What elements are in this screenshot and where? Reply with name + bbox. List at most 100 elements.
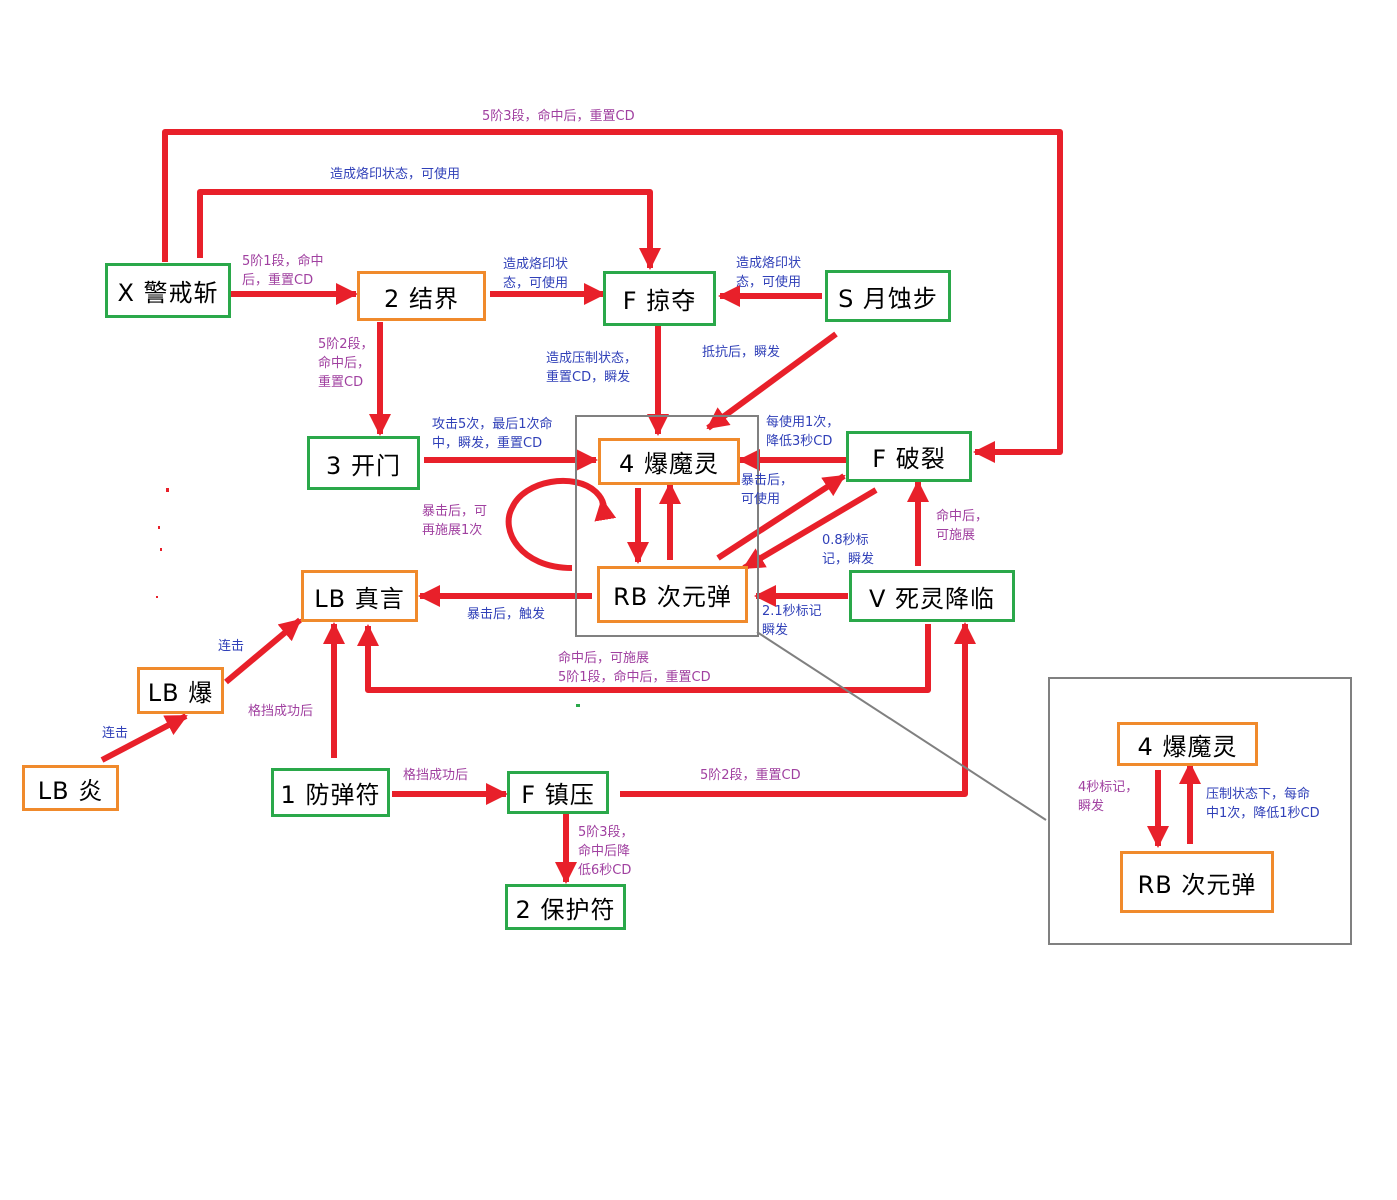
edge-label-line: 瞬发 <box>762 623 789 638</box>
skill-label: S 月蚀步 <box>838 284 938 313</box>
edge-label-line: 0.8秒标 <box>822 533 869 548</box>
edge-label-line: 态，可使用 <box>503 276 569 291</box>
edge-label: 造成烙印状态，可使用 <box>503 255 568 293</box>
edge-label-line: 态，可使用 <box>736 275 802 290</box>
arrow-lbyan-to-lbbao <box>100 713 188 763</box>
stray-mark <box>160 548 162 551</box>
arrow-x-to-polie <box>162 129 1063 463</box>
edge-label-line: 5阶2段， <box>318 337 374 352</box>
skill-label: RB 次元弹 <box>1137 870 1257 899</box>
skill-4-baomoling: 4 爆魔灵 <box>598 438 740 485</box>
skill-label: F 掠夺 <box>622 287 697 315</box>
edge-label-line: 攻击5次，最后1次命 <box>432 417 553 432</box>
skill-s-yueshibu: S 月蚀步 <box>825 270 951 322</box>
skill-lb-zhenyan: LB 真言 <box>301 570 418 622</box>
edge-label: 5阶3段， 命中后降低6秒CD <box>578 823 634 880</box>
edge-label-line: 记，瞬发 <box>822 552 875 567</box>
edge-label: 4秒标记， 瞬发 <box>1078 778 1138 816</box>
edge-label: 造成烙印状态，可使用 <box>736 254 801 292</box>
arrow-x-to-luoduo <box>197 189 661 270</box>
arrow-ciyuandan-to-polie <box>716 473 846 561</box>
highlight-frame <box>575 415 759 637</box>
edge-label-line: 重置CD <box>318 375 364 390</box>
skill-label: 2 结界 <box>384 284 459 313</box>
edge-label: 每使用1次， 降低3秒CD <box>766 413 839 451</box>
edge-label-line: 瞬发 <box>1078 799 1105 814</box>
inset-frame <box>1048 677 1352 945</box>
stray-mark-green <box>576 704 580 707</box>
edge-label-line: 命中后，可施展 <box>558 651 650 666</box>
skill-label: 2 保护符 <box>515 895 616 924</box>
edge-label: 5阶2段， 命中后， 重置CD <box>318 335 374 392</box>
edge-label-line: 重置CD，瞬发 <box>546 370 631 385</box>
edge-label-line: 后，重置CD <box>242 273 314 288</box>
edge-label-line: 中1次，降低1秒CD <box>1206 806 1320 821</box>
edge-label-line: 命中后， <box>936 509 989 524</box>
edge-label: 暴击后，触发 <box>467 607 546 622</box>
inset-skill-ciyuandan: RB 次元弹 <box>1120 851 1274 913</box>
edge-label: 0.8秒标记，瞬发 <box>822 531 874 569</box>
skill-2-baohufu: 2 保护符 <box>505 884 626 930</box>
skill-label: 4 爆魔灵 <box>1137 732 1238 761</box>
edge-label: 2.1秒标记瞬发 <box>762 602 822 640</box>
skill-lb-yan: LB 炎 <box>22 765 119 811</box>
edge-label: 5阶3段，命中后，重置CD <box>482 109 635 124</box>
edge-label-line: 造成压制状态， <box>546 351 638 366</box>
skill-label: LB 真言 <box>314 584 405 613</box>
edge-label-line: 每使用1次， <box>766 415 840 430</box>
edge-label-line: 命中后降 <box>578 844 631 859</box>
skill-lb-bao: LB 爆 <box>137 667 224 714</box>
skill-label: LB 爆 <box>147 679 214 707</box>
edge-label: 压制状态下，每命中1次，降低1秒CD <box>1206 785 1320 823</box>
edge-label-line: 造成烙印状 <box>736 256 802 271</box>
edge-label-line: 再施展1次 <box>422 523 483 538</box>
skill-label: V 死灵降临 <box>868 584 996 613</box>
skill-rb-ciyuandan: RB 次元弹 <box>597 566 748 623</box>
edge-label: 暴击后，可再施展1次 <box>422 502 487 540</box>
skill-label: F 镇压 <box>521 781 595 809</box>
stray-mark <box>156 596 158 598</box>
edge-label: 抵抗后，瞬发 <box>702 345 781 360</box>
edge-label: 造成压制状态， 重置CD，瞬发 <box>546 349 637 387</box>
edge-label-line: 降低3秒CD <box>766 434 833 449</box>
skill-f-zhenya: F 镇压 <box>507 771 609 814</box>
edge-label: 暴击后， 可使用 <box>741 471 793 509</box>
edge-label-line: 暴击后， <box>741 473 794 488</box>
edge-label: 5阶2段，重置CD <box>700 768 801 783</box>
edge-label-line: 5阶3段， <box>578 825 634 840</box>
edge-label-line: 可使用 <box>741 492 781 507</box>
zoom-connector-line <box>756 631 1047 821</box>
skill-v-silingjianglin: V 死灵降临 <box>849 570 1015 622</box>
edge-label: 命中后，可施展 5阶1段，命中后，重置CD <box>558 649 711 687</box>
edge-label-line: 5阶1段，命中后，重置CD <box>558 670 711 685</box>
skill-label: 1 防弹符 <box>280 781 381 809</box>
edge-label-line: 4秒标记， <box>1078 780 1139 795</box>
arrow-s-to-baomoling <box>706 331 838 431</box>
arrow-polie-to-ciyuandan <box>742 487 878 571</box>
edge-label: 格挡成功后 <box>248 704 314 719</box>
edge-label-line: 低6秒CD <box>578 863 632 878</box>
arrow-lbbao-to-zhenyan <box>224 617 302 685</box>
edge-label: 5阶1段，命中后，重置CD <box>242 252 324 290</box>
skill-label: F 破裂 <box>872 445 946 473</box>
edge-label: 连击 <box>102 726 129 741</box>
stray-mark <box>166 488 169 492</box>
skill-label: 4 爆魔灵 <box>619 450 719 478</box>
edge-label-line: 暴击后，可 <box>422 504 488 519</box>
arrow-zhenya-to-siling <box>620 622 976 797</box>
edge-label-line: 压制状态下，每命 <box>1206 787 1311 802</box>
edge-label-line: 中，瞬发，重置CD <box>432 436 543 451</box>
skill-2-jiejie: 2 结界 <box>357 271 486 321</box>
edge-label-line: 命中后， <box>318 356 371 371</box>
edge-label-line: 5阶1段，命中 <box>242 254 324 269</box>
skill-3-kaimen: 3 开门 <box>307 436 420 490</box>
skill-f-polie: F 破裂 <box>846 431 972 482</box>
skill-label: 3 开门 <box>326 451 401 480</box>
edge-label-line: 可施展 <box>936 528 976 543</box>
skill-label: X 警戒斩 <box>117 279 219 307</box>
skill-1-fangdanfu: 1 防弹符 <box>271 768 390 817</box>
edge-label-line: 2.1秒标记 <box>762 604 822 619</box>
edge-label: 连击 <box>218 639 245 654</box>
skill-label: RB 次元弹 <box>613 583 732 611</box>
